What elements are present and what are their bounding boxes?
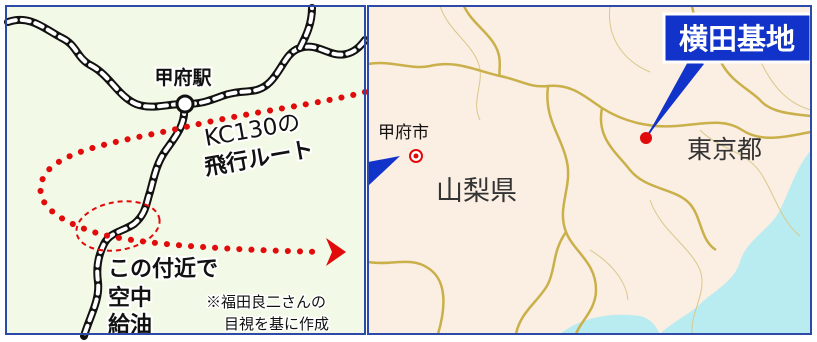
yokota-base-marker [640,132,652,144]
left-map-panel: 甲府駅 KC130の 飛行ルート この付近で 空中 給油 ※福田良二さんの 目視… [5,5,366,340]
flight-route-arrowhead [326,238,346,266]
inset-pointer-wedge [368,156,400,186]
bay-area [560,314,660,334]
kofu-station-marker [175,94,195,114]
tokyo-label: 東京都 [687,135,762,164]
yokota-base-badge [662,12,813,64]
sea-area [660,150,811,334]
base-callout-pointer [646,58,704,138]
source-note-line1: ※福田良二さんの [206,293,326,311]
yokota-base-label: 横田基地 [679,22,795,56]
kofu-city-label: 甲府市 [378,123,429,143]
right-panel-frame [367,5,812,335]
right-map-panel: 甲府市 山梨県 東京都 横田基地 [367,5,813,335]
yamanashi-prefecture-label: 山梨県 [436,176,517,207]
prefecture-borders [367,5,812,335]
refuel-area-ellipse [75,200,161,252]
refuel-label-line2: 空中 [108,285,152,311]
kofu-city-inner-marker [413,153,419,159]
left-panel-frame [5,5,366,335]
municipal-borders [439,5,812,335]
source-note-line2: 目視を基に作成 [224,315,329,333]
refuel-label-line1: この付近で [108,256,218,282]
kofu-station-label: 甲府駅 [154,66,212,89]
left-map-background [6,6,365,334]
